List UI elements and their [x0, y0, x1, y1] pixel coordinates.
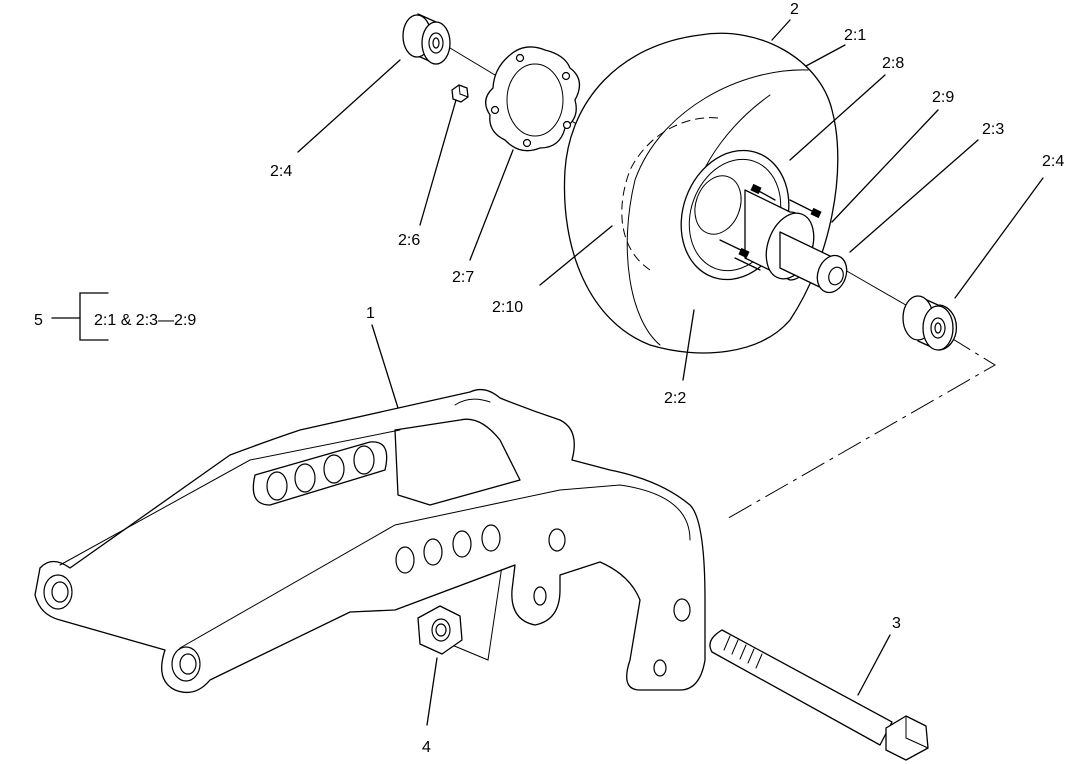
callout-1: 1	[366, 305, 375, 322]
bearing-upper-left	[402, 13, 451, 65]
callout-2-4-right: 2:4	[1042, 153, 1064, 170]
bolt	[709, 629, 929, 761]
bearing-right	[902, 295, 958, 351]
kit-note: 2:1 & 2:3—2:9	[94, 312, 196, 329]
swing-arm	[34, 388, 706, 694]
kit-bracket	[51, 292, 109, 341]
callout-4: 4	[422, 739, 431, 756]
callout-5: 5	[34, 312, 43, 329]
leader-lines	[297, 19, 1044, 726]
callout-2-8: 2:8	[882, 55, 904, 72]
callout-2-1: 2:1	[844, 27, 866, 44]
mount-phantom-line	[724, 335, 996, 521]
callout-2-6: 2:6	[398, 232, 420, 249]
callout-2-2: 2:2	[664, 390, 686, 407]
callout-3: 3	[892, 615, 901, 632]
callout-2: 2	[790, 1, 799, 18]
lug-nut	[451, 84, 469, 103]
lock-nut	[417, 605, 463, 655]
callout-2-4-left: 2:4	[270, 163, 292, 180]
flange-plate	[485, 46, 581, 152]
callout-2-3: 2:3	[982, 121, 1004, 138]
callout-2-9: 2:9	[932, 89, 954, 106]
callout-2-10: 2:10	[492, 299, 523, 316]
wheel-studs	[719, 183, 822, 271]
wheel-hub	[719, 183, 848, 294]
callout-2-7: 2:7	[452, 269, 474, 286]
